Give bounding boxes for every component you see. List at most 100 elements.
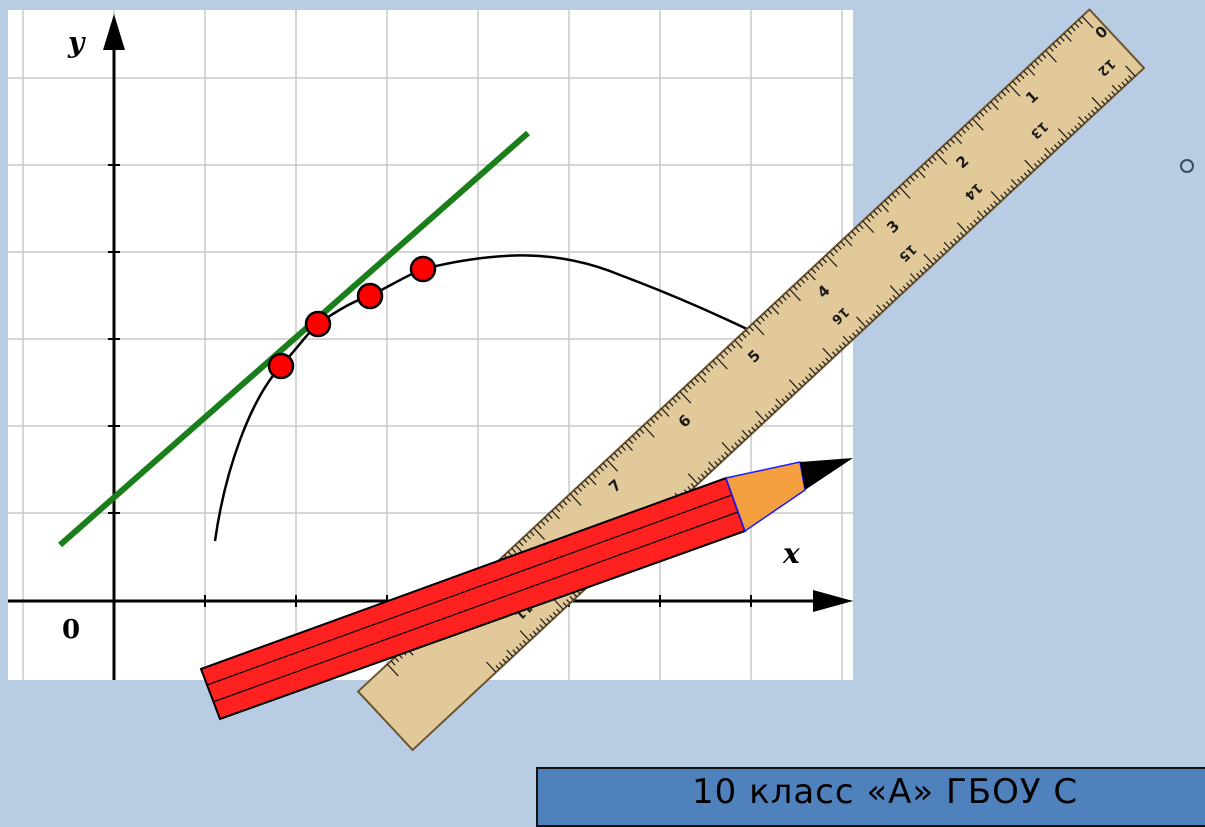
ruler-tick — [840, 240, 846, 247]
ruler-tick-inner — [572, 592, 578, 598]
ruler-tick — [577, 486, 583, 492]
ruler-tick-inner — [506, 649, 514, 657]
ruler-tick-inner — [889, 285, 901, 297]
ruler-tick-inner — [976, 216, 981, 221]
ruler-tick-inner — [1104, 97, 1109, 102]
ruler-tick — [763, 312, 769, 318]
ruler-tick-inner — [519, 630, 531, 642]
ruler-tick-inner — [690, 483, 695, 488]
ruler-tick-inner — [764, 414, 769, 419]
ruler-tick — [993, 97, 999, 103]
function-graph: y x 0 — [8, 10, 853, 680]
ruler-tick — [602, 462, 608, 468]
ruler-tick — [716, 356, 728, 370]
ruler-tick — [726, 346, 732, 352]
ruler-tick — [796, 281, 802, 288]
ruler-tick-inner — [926, 263, 931, 268]
ruler-tick — [836, 244, 842, 250]
ruler-tick — [661, 408, 670, 417]
ruler-tick-inner — [687, 486, 692, 491]
ruler-tick — [803, 275, 809, 281]
ruler-tick-inner — [1003, 191, 1008, 196]
ruler-tick-inner — [535, 627, 541, 632]
ruler-tick-inner — [498, 661, 504, 667]
ruler-tick — [781, 295, 787, 301]
ruler-tick-inner — [923, 253, 934, 265]
ruler-tick — [1015, 77, 1021, 83]
ruler-tick-inner — [865, 319, 870, 325]
ruler-tick-inner — [1087, 112, 1092, 118]
ruler-tick-inner — [1050, 147, 1055, 152]
ruler-tick-inner — [1074, 125, 1079, 130]
ruler-tick-inner — [986, 207, 992, 212]
ruler-tick-inner — [825, 357, 830, 363]
ruler-tick — [814, 264, 820, 271]
ruler-tick — [613, 452, 619, 458]
ruler-tick — [891, 193, 897, 199]
ruler-tick — [394, 656, 400, 663]
ruler-tick-inner — [973, 219, 978, 225]
ruler-tick — [847, 234, 853, 240]
ruler-tick-inner — [808, 373, 813, 378]
ruler-tick — [562, 500, 568, 506]
ruler-tick — [928, 159, 934, 165]
ruler-tick — [887, 196, 893, 202]
ruler-tick-inner — [855, 329, 860, 334]
ruler-tick-inner — [977, 210, 985, 218]
ruler-tick — [745, 329, 751, 335]
ruler-tick — [694, 377, 700, 383]
ruler-tick — [748, 326, 754, 332]
x-axis-label: x — [782, 537, 800, 570]
ruler-tick-inner — [734, 442, 739, 447]
ruler-tick-inner — [569, 596, 574, 601]
ruler-tick-inner — [993, 200, 998, 206]
ruler-tick-inner — [784, 395, 790, 400]
ruler-tick-inner — [809, 367, 817, 375]
ruler-tick-inner — [959, 232, 965, 237]
ruler-tick — [588, 476, 597, 486]
ruler-tick — [1026, 67, 1036, 76]
ruler-tick-inner — [1084, 116, 1089, 121]
ruler-tick — [1070, 26, 1076, 32]
ruler-tick — [807, 271, 816, 281]
ruler-tick-inner — [876, 304, 884, 312]
ruler-tick-inner — [875, 310, 880, 316]
ruler-tick-inner — [747, 429, 753, 435]
ruler-tick-inner — [519, 643, 524, 648]
ruler-tick-inner — [922, 266, 928, 272]
ruler-tick — [712, 360, 718, 366]
ruler-tick — [529, 530, 535, 537]
y-axis-label: y — [67, 26, 86, 59]
ruler-tick — [778, 298, 784, 305]
point-3 — [356, 282, 384, 310]
ruler-tick — [672, 397, 678, 404]
ruler-tick-inner — [566, 599, 571, 604]
ruler-tick-inner — [1091, 96, 1103, 108]
ruler-tick-inner — [751, 426, 756, 432]
ruler-tick-inner — [852, 332, 857, 337]
ruler-tick-inner — [552, 611, 558, 617]
ruler-tick-inner — [858, 326, 864, 331]
ruler-tick — [536, 523, 542, 530]
ruler-tick-inner — [983, 210, 988, 215]
ruler-tick-inner — [943, 241, 951, 250]
ruler-tick — [811, 268, 817, 274]
ruler-tick — [584, 479, 590, 485]
ruler-tick-inner — [724, 451, 729, 457]
ruler-tick — [880, 203, 889, 213]
ruler-tick-inner — [529, 633, 534, 639]
ruler-tick-inner — [1070, 128, 1076, 134]
ruler-tick — [595, 469, 601, 475]
ruler-tick-inner — [909, 279, 914, 284]
ruler-tick-inner — [919, 269, 924, 275]
ruler-tick-inner — [768, 410, 773, 416]
ruler-tick — [873, 210, 879, 216]
ruler-tick-inner — [539, 618, 547, 626]
ruler-tick-inner — [815, 367, 820, 372]
ruler-tick-inner — [957, 222, 968, 234]
ruler-tick-inner — [842, 341, 847, 347]
ruler-tick-inner — [704, 470, 709, 476]
ruler-tick — [785, 292, 791, 298]
ruler-tick-inner — [771, 407, 776, 413]
ruler-tick-inner — [990, 191, 1002, 203]
